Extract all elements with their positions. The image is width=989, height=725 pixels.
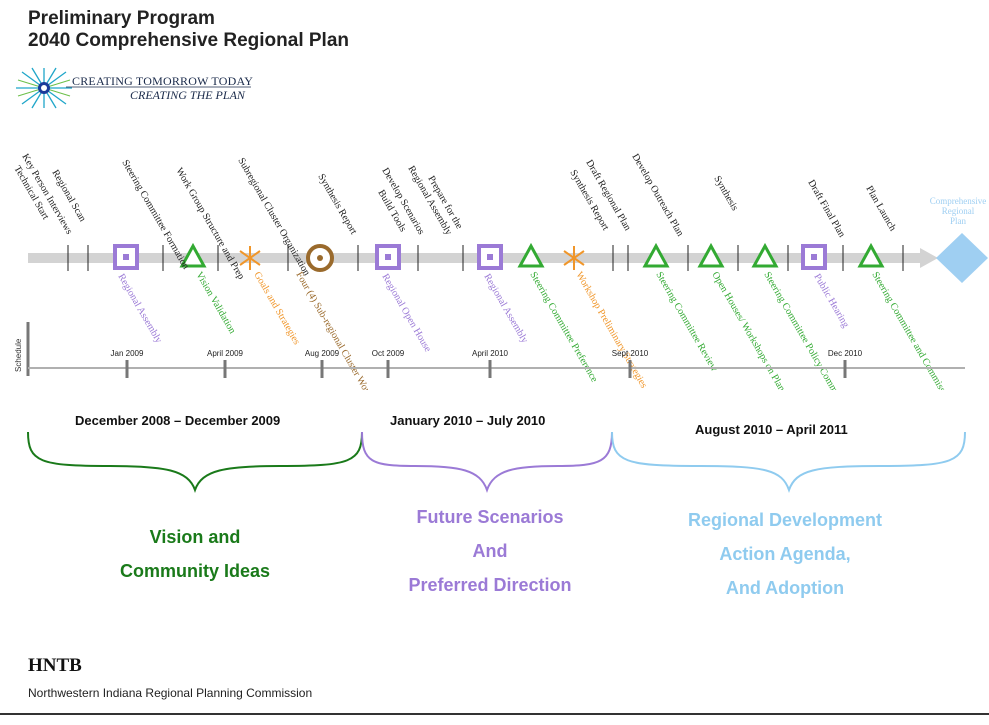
bottom-label: Steering Committee and Commission Endors… bbox=[869, 270, 981, 390]
marker-circle bbox=[306, 244, 334, 272]
svg-text:Regional: Regional bbox=[942, 206, 975, 216]
top-label: Draft Final Plan bbox=[805, 178, 847, 239]
schedule-ticks bbox=[125, 360, 847, 378]
phase-1-name-line1: Vision and bbox=[149, 527, 241, 547]
marker-triangle bbox=[751, 242, 779, 268]
marker-triangle bbox=[179, 242, 207, 268]
logo-tagline: CREATING TOMORROW TODAY bbox=[72, 74, 254, 88]
phase-braces bbox=[27, 431, 966, 494]
logo-subtagline: CREATING THE PLAN bbox=[130, 88, 245, 102]
marker-square bbox=[375, 244, 401, 270]
bottom-label: Public Hearing bbox=[811, 272, 851, 330]
marker-square bbox=[113, 244, 139, 270]
page-title-line1: Preliminary Program bbox=[28, 8, 215, 29]
phase-3-name: Regional Development Action Agenda, And … bbox=[655, 503, 915, 605]
schedule-tick-label: Sept 2010 bbox=[612, 349, 649, 358]
schedule-tick-label: Oct 2009 bbox=[372, 349, 405, 358]
schedule-tick-label: Jan 2009 bbox=[111, 349, 144, 358]
bottom-label: Vision Validation bbox=[193, 270, 237, 336]
phase-2-brace bbox=[361, 431, 613, 494]
milestone-ticks bbox=[67, 245, 904, 271]
bottom-label: Regional Assembly bbox=[115, 272, 164, 345]
end-label: Comprehensive Regional Plan bbox=[930, 196, 987, 226]
marker-triangle bbox=[697, 242, 725, 268]
phase-2-name-line2: And bbox=[472, 541, 508, 561]
schedule-tick-label: April 2009 bbox=[207, 349, 244, 358]
schedule-label: Schedule bbox=[14, 338, 23, 372]
marker-triangle bbox=[857, 242, 885, 268]
top-label: Develop Outreach Plan bbox=[629, 152, 685, 238]
bottom-divider bbox=[0, 713, 989, 715]
phase-3-name-line2: Action Agenda, bbox=[719, 544, 851, 564]
top-label: Synthesis Report bbox=[315, 172, 359, 237]
phase-1-name: Vision and Community Ideas bbox=[90, 520, 300, 588]
end-diamond-icon bbox=[936, 233, 988, 283]
schedule-tick-label: April 2010 bbox=[472, 349, 509, 358]
phase-1-dates: December 2008 – December 2009 bbox=[75, 413, 281, 428]
starburst-logo-icon bbox=[16, 67, 72, 109]
marker-asterisk bbox=[563, 246, 585, 270]
bottom-label: Steering Committee Review bbox=[653, 270, 720, 374]
page-title-line2: 2040 Comprehensive Regional Plan bbox=[28, 30, 350, 51]
bottom-label: Regional Assembly bbox=[481, 272, 530, 345]
svg-text:Comprehensive: Comprehensive bbox=[930, 196, 987, 206]
bottom-label: Goals and Strategies bbox=[251, 270, 302, 347]
phase-2-name-line1: Future Scenarios bbox=[416, 507, 564, 527]
phase-3-brace bbox=[611, 431, 966, 494]
schedule-tick-labels: Jan 2009 April 2009 Aug 2009 Oct 2009 Ap… bbox=[111, 349, 863, 358]
bottom-labels: Regional Assembly Vision Validation Goal… bbox=[115, 270, 981, 390]
bottom-label: Regional Open House bbox=[379, 272, 433, 354]
svg-text:Plan: Plan bbox=[950, 216, 967, 226]
phase-2-name-line3: Preferred Direction bbox=[408, 575, 572, 595]
phase-1-brace bbox=[27, 431, 363, 494]
bottom-label: Four (4) Sub-regional Cluster Workshops bbox=[293, 270, 385, 390]
marker-square bbox=[477, 244, 503, 270]
top-label: Plan Launch bbox=[863, 184, 898, 233]
phase-2-dates: January 2010 – July 2010 bbox=[390, 413, 546, 428]
schedule-tick-label: Dec 2010 bbox=[828, 349, 863, 358]
marker-asterisk bbox=[239, 246, 261, 270]
marker-triangle bbox=[517, 242, 545, 268]
phase-3-name-line3: And Adoption bbox=[725, 578, 845, 598]
phase-3-dates: August 2010 – April 2011 bbox=[695, 422, 848, 437]
phase-3-name-line1: Regional Development bbox=[687, 510, 883, 530]
organization-name: Northwestern Indiana Regional Planning C… bbox=[28, 686, 313, 700]
timeline-diagram: Key Person Interviews Technical Start Re… bbox=[11, 152, 988, 390]
bottom-label: Open Houses/ Workshops on Plan Draft bbox=[709, 270, 799, 390]
hntb-logo: HNTB bbox=[28, 655, 82, 676]
phase-2-name: Future Scenarios And Preferred Direction bbox=[375, 500, 605, 602]
phase-1-name-line2: Community Ideas bbox=[119, 561, 271, 581]
logo-rule bbox=[66, 86, 251, 88]
schedule-tick-label: Aug 2009 bbox=[305, 349, 340, 358]
top-label: Synthesis bbox=[711, 174, 740, 213]
marker-square bbox=[801, 244, 827, 270]
marker-triangle bbox=[642, 242, 670, 268]
